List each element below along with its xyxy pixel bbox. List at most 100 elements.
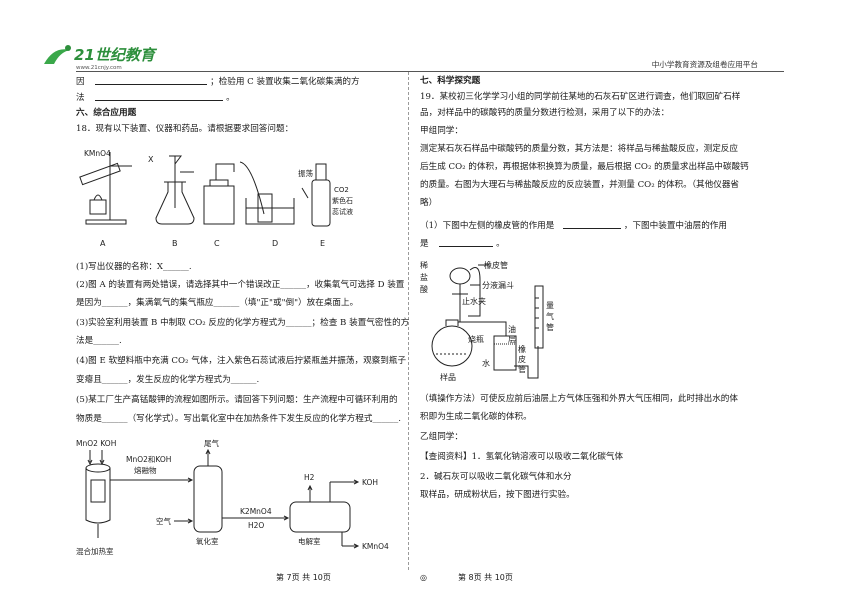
site-logo: 21世纪教育 www.21cnjy.com [40, 42, 190, 72]
reference-info-2: 2．碱石灰可以吸收二氧化碳气体和水分 [420, 472, 572, 482]
answer-blank[interactable] [95, 92, 224, 101]
group-a-para-5: （填操作方法）可使反应前后油层上方气体压强和外界大气压相同，此时排出水的体 [420, 394, 738, 404]
flask-icon [431, 319, 473, 367]
apparatus-e-icon [301, 163, 331, 227]
column-divider [408, 72, 409, 570]
svg-text:样品: 样品 [440, 372, 456, 382]
svg-text:橡皮管: 橡皮管 [484, 260, 508, 270]
svg-text:E: E [320, 239, 325, 248]
q18-part2-line2: 是因为______，集满氧气的集气瓶应______（填"正"或"倒"）放在桌面上… [76, 298, 359, 308]
separatory-funnel-icon [449, 267, 471, 322]
logo-text: 21世纪教育 [74, 46, 158, 64]
svg-text:气: 气 [546, 311, 554, 321]
apparatus-c-icon [203, 163, 235, 225]
svg-text:KMnO4: KMnO4 [84, 149, 111, 158]
group-a-para-4: 略） [420, 198, 438, 208]
q18-part3-line2: 法是______. [76, 336, 122, 346]
group-a-para-1: 测定某石灰石样品中碳酸钙的质量分数，其方法是：将样品与稀盐酸反应，测定反应 [420, 144, 738, 154]
section-6-title: 六、综合应用题 [76, 108, 137, 118]
page-number-left: 第 7页 共 10页 [276, 573, 331, 582]
svg-text:C: C [214, 239, 220, 248]
svg-text:水: 水 [482, 358, 490, 368]
svg-text:KMnO4: KMnO4 [362, 542, 389, 551]
reference-info-1: 【查阅资料】1．氢氧化钠溶液可以吸收二氧化碳气体 [420, 452, 624, 462]
logo-url: www.21cnjy.com [76, 65, 122, 71]
group-a-para-2: 后生成 CO₂ 的体积，再根据体积换算为质量，最后根据 CO₂ 的质量求出样品中… [420, 162, 749, 172]
svg-text:B: B [172, 239, 178, 248]
svg-text:熔融物: 熔融物 [134, 465, 157, 475]
oil-bottle-icon [493, 335, 517, 371]
connecting-hose-icon [514, 346, 539, 379]
rubber-hose-icon [468, 267, 481, 317]
svg-text:烧瓶: 烧瓶 [468, 334, 484, 344]
svg-text:MnO2 KOH: MnO2 KOH [76, 439, 116, 448]
svg-text:CO2: CO2 [334, 186, 349, 194]
kmno4-flow-figure: MnO2 KOH 混合加热室 MnO2和KOH 熔融物 尾气 空气 氧化室 K2… [76, 434, 396, 560]
header-divider [76, 71, 784, 72]
delivery-tube-icon [458, 321, 507, 336]
svg-text:蕊试液: 蕊试液 [332, 207, 353, 216]
svg-text:皮: 皮 [518, 354, 526, 364]
svg-text:MnO2和KOH: MnO2和KOH [126, 455, 171, 464]
svg-text:混合加热室: 混合加热室 [76, 546, 114, 556]
svg-text:振荡: 振荡 [298, 168, 313, 178]
svg-text:K2MnO4: K2MnO4 [240, 507, 272, 516]
sub-question-1: （1）下图中左侧的橡皮管的作用是 ，下图中装置中油层的作用 [420, 220, 727, 231]
svg-text:紫色石: 紫色石 [332, 196, 353, 205]
left-line-2: 法 。 [76, 92, 235, 103]
svg-text:空气: 空气 [156, 516, 171, 526]
svg-text:氧化室: 氧化室 [196, 536, 219, 546]
oxidation-chamber-icon [193, 448, 223, 533]
q18-part1: (1)写出仪器的名称：X______. [76, 262, 192, 272]
apparatus-figure: KMnO4 X 振荡 CO2 紫色石 [76, 142, 366, 252]
page-number-right: 第 8页 共 10页 [458, 573, 513, 582]
svg-text:量: 量 [546, 301, 554, 310]
svg-text:H2O: H2O [248, 521, 264, 530]
q18-part3-line1: (3)实验室利用装置 B 中制取 CO₂ 反应的化学方程式为______；检查 … [76, 318, 410, 328]
svg-text:X: X [148, 155, 154, 164]
electrolysis-chamber-icon [289, 479, 360, 549]
q18-part4-line2: 变瘪且______，发生反应的化学方程式为______. [76, 375, 260, 385]
svg-text:橡: 橡 [518, 344, 526, 354]
q18-part2-line1: (2)图 A 的装置有两处错误，请选择其中一个错误改正______，收集氧气可选… [76, 280, 405, 290]
sub-question-1-cont: 是 。 [420, 238, 505, 249]
svg-text:KOH: KOH [362, 478, 378, 487]
q18-part5-line1: (5)某工厂生产高锰酸钾的流程如图所示。请回答下列问题：生产流程中可循环利用的 [76, 395, 398, 405]
svg-text:尾气: 尾气 [204, 438, 219, 448]
group-a-para-3: 的质量。右图为大理石与稀盐酸反应的反应装置，并测量 CO₂ 的体积。（其他仪器省 [420, 180, 740, 190]
svg-text:稀: 稀 [420, 260, 428, 270]
platform-name: 中小学教育资源及组卷应用平台 [651, 60, 758, 69]
svg-text:管: 管 [546, 322, 554, 332]
group-a-title: 甲组同学： [420, 126, 463, 136]
group-a-para-6: 积即为生成二氧化碳的体积。 [420, 412, 532, 422]
logo-swoosh-icon [44, 49, 70, 64]
q18-part4-line1: (4)图 E 软塑料瓶中充满 CO₂ 气体，注入紫色石蕊试液后拧紧瓶盖并振荡，观… [76, 356, 407, 366]
question-19-line2: 品，对样品中的碳酸钙的质量分数进行检测，采用了以下的办法： [420, 108, 670, 118]
apparatus-a-icon [79, 152, 132, 225]
svg-text:管: 管 [518, 364, 526, 374]
svg-text:分液漏斗: 分液漏斗 [482, 280, 514, 290]
svg-text:层: 层 [508, 335, 516, 344]
page-separator: ◎ [420, 573, 427, 582]
svg-text:D: D [272, 239, 278, 248]
apparatus-d-icon [239, 161, 295, 225]
gas-burette-icon [534, 285, 544, 349]
apparatus-b-icon [155, 155, 195, 225]
group-b-para: 取样品，研成粉状后，按下图进行实验。 [420, 490, 575, 500]
svg-text:油: 油 [508, 324, 516, 334]
question-19-line1: 19．某校初三化学学习小组的同学前往某地的石灰石矿区进行调查，他们取回矿石样 [420, 92, 741, 102]
svg-text:电解室: 电解室 [298, 536, 321, 546]
mixing-chamber-icon [85, 463, 111, 538]
svg-text:H2: H2 [304, 473, 315, 482]
answer-blank[interactable] [95, 76, 208, 85]
gas-apparatus-figure: 稀 盐 酸 橡皮管 分液漏斗 止水夹 烧瓶 油 层 水 橡 皮 管 [418, 256, 558, 388]
section-7-title: 七、科学探究题 [420, 76, 481, 86]
group-b-title: 乙组同学： [420, 432, 463, 442]
answer-blank[interactable] [439, 238, 494, 247]
question-18: 18．现有以下装置、仪器和药品。请根据要求回答问题： [76, 124, 294, 134]
left-line-1: 因 ；检验用 C 装置收集二氧化碳集满的方 [76, 76, 360, 87]
svg-text:止水夹: 止水夹 [462, 296, 486, 306]
svg-text:酸: 酸 [420, 284, 428, 294]
svg-text:盐: 盐 [420, 272, 428, 282]
answer-blank[interactable] [563, 220, 622, 229]
